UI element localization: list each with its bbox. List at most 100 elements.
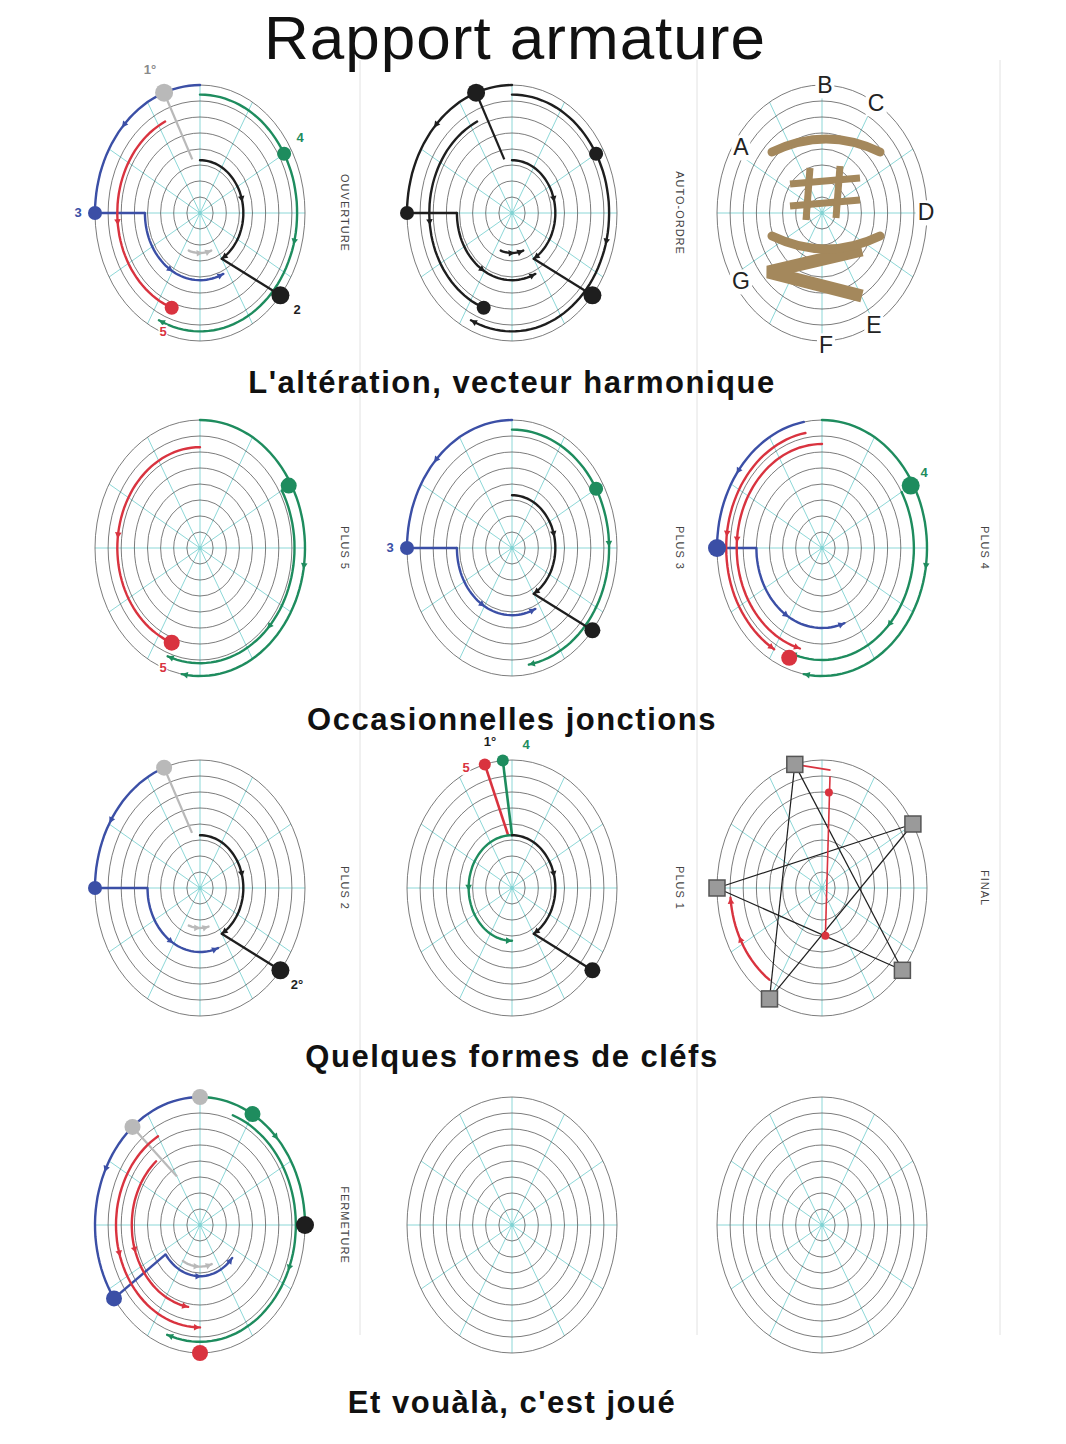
section-label: PLUS 1 (674, 866, 686, 910)
grid-centre (820, 211, 824, 215)
grid-ring (187, 197, 213, 229)
harmonic-link (133, 1127, 178, 1177)
note-dot (296, 1216, 314, 1234)
arrow-head (104, 1165, 110, 1172)
arrow-head (728, 898, 735, 904)
note-letter: C (866, 91, 887, 116)
harmonic-link (534, 594, 593, 631)
grid-ring (473, 500, 552, 596)
harmonic-path (407, 420, 512, 548)
arrow-head (131, 1246, 137, 1253)
harmonic-path (200, 1097, 305, 1225)
grid-ring (809, 532, 835, 564)
grid-ring (174, 1193, 227, 1257)
note-square (762, 991, 778, 1007)
arrow-head (478, 600, 485, 606)
grid-ring (486, 516, 539, 580)
harmonic-path (200, 835, 243, 934)
harmonic-path (117, 122, 171, 308)
arrow-head (550, 871, 556, 878)
harmonic-link (164, 768, 192, 833)
grid-ring (460, 149, 565, 277)
harmonic-path (469, 835, 512, 941)
arrow-head (226, 1258, 232, 1265)
note-dot (281, 478, 297, 494)
grid-ring (499, 872, 525, 904)
note-dot (821, 932, 829, 940)
grid-ring (770, 484, 875, 612)
harmonic-path (471, 95, 609, 332)
arrow-head (196, 250, 202, 257)
harmonic-link (222, 259, 281, 296)
grid-ring (95, 85, 305, 341)
harmonic-path (182, 420, 305, 676)
grid-ring (730, 436, 914, 660)
note-letter: G (730, 269, 752, 294)
grid-ring (420, 1113, 604, 1337)
emblem (836, 166, 840, 218)
grid-centre (820, 886, 824, 890)
grid-centre (510, 211, 514, 215)
grid-ring (446, 1145, 577, 1305)
arrow-head (465, 885, 472, 891)
grid-ring (743, 117, 901, 309)
note-dot (825, 788, 833, 796)
note-dot (584, 962, 600, 978)
harmonic-link (407, 212, 457, 214)
arrow-head (550, 196, 556, 203)
grid-ring (161, 840, 240, 936)
callout-number: 2 (292, 303, 301, 317)
section-label: PLUS 5 (339, 526, 351, 570)
grid-ring (796, 516, 849, 580)
arrow-head (471, 320, 478, 326)
callout-number: 1° (483, 735, 497, 749)
arrow-head (793, 643, 800, 649)
callout-number: 4 (521, 738, 530, 752)
note-dot (164, 635, 180, 651)
harmonic-path (95, 85, 200, 213)
separator (1000, 60, 1001, 1335)
grid-ring (148, 149, 253, 277)
arrow-head (195, 1273, 201, 1280)
arrow-head (204, 250, 211, 256)
callout-number: 5 (461, 761, 470, 775)
grid-ring (148, 484, 253, 612)
arrow-head (529, 609, 536, 615)
callout-number: 5 (158, 325, 167, 339)
note-dot (583, 286, 601, 304)
grid-centre (198, 1223, 202, 1227)
note-dot (479, 758, 491, 770)
note-letter: F (817, 333, 835, 358)
grid-ring (187, 532, 213, 564)
arrow-head (217, 274, 224, 280)
grid-ring (446, 468, 577, 628)
arrow-head (534, 928, 541, 934)
harmonic-path (95, 1097, 200, 1298)
grid-ring (460, 1161, 565, 1289)
harmonic-link (770, 764, 795, 999)
grid-ring (433, 1129, 591, 1321)
arrow-head (168, 656, 175, 662)
grid-ring (420, 776, 604, 1000)
callout-number: 2° (290, 978, 304, 992)
harmonic-path (512, 835, 555, 934)
note-square (709, 880, 725, 896)
note-dot (192, 1345, 208, 1361)
callout-number: 4 (295, 131, 304, 145)
arrow-head (767, 643, 774, 649)
note-square (905, 816, 921, 832)
harmonic-link (222, 934, 281, 971)
separator (697, 60, 698, 1335)
grid-ring (187, 872, 213, 904)
arrow-head (434, 121, 440, 128)
note-letter: B (815, 73, 834, 98)
note-dot (277, 147, 291, 161)
arrow-head (166, 265, 173, 271)
note-dot (125, 1119, 141, 1135)
arrow-head (529, 660, 536, 666)
grid-ring (134, 468, 265, 628)
arrow-head (202, 925, 209, 931)
note-letter: D (916, 200, 937, 225)
arrow-head (478, 265, 485, 271)
